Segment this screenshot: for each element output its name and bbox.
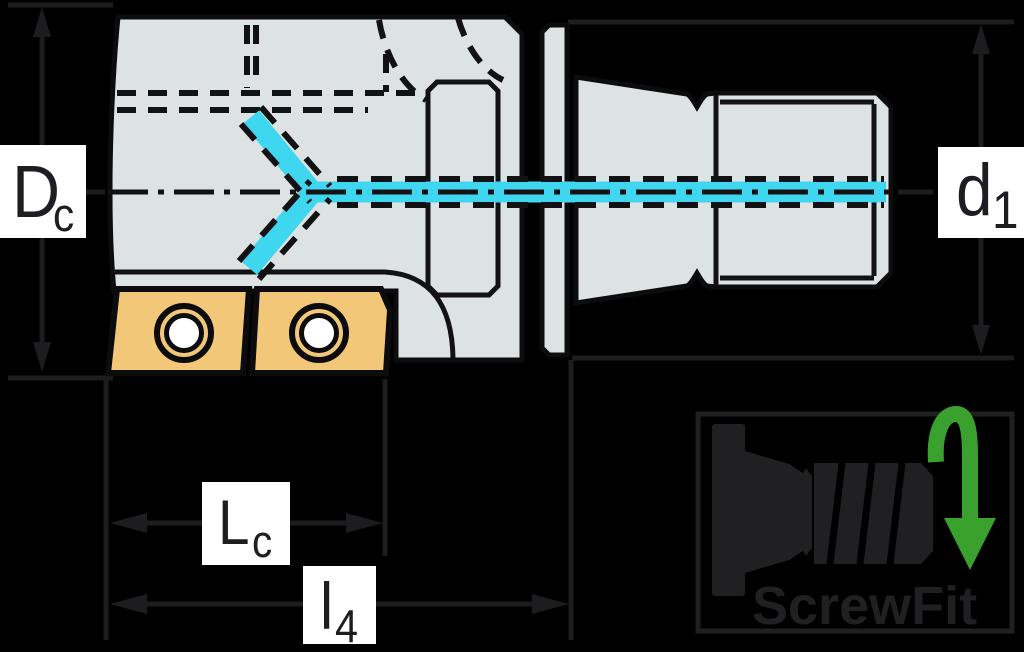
screwfit-logo: ScrewFit xyxy=(695,405,1015,636)
logo-border xyxy=(695,411,1015,634)
insert-right-screw-ring xyxy=(289,303,349,363)
screw-thread-grooves xyxy=(826,462,906,565)
d1-arrow-down-icon xyxy=(972,325,990,355)
rotation-arrow-arc xyxy=(927,405,978,520)
l4-label: l xyxy=(320,570,333,644)
lc-arrow-right-icon xyxy=(346,513,383,533)
hidden-arc-1 xyxy=(376,19,428,103)
rotation-arrow-icon xyxy=(927,405,996,570)
dc-arrow-up-icon xyxy=(33,7,51,37)
insert-left-screw-ring xyxy=(154,303,214,363)
screw-cone xyxy=(745,451,812,573)
l4-arrow-left-icon xyxy=(110,594,147,614)
insert-pocket-window xyxy=(425,79,501,298)
lc-label-subscript: c xyxy=(252,517,272,567)
insert-seat-line-with-fillet xyxy=(115,269,456,359)
d1-label-box xyxy=(938,147,1024,238)
hidden-arc-2 xyxy=(455,17,505,83)
dimension-labels: D c d 1 L c l 4 xyxy=(0,145,1024,652)
dc-label-box xyxy=(0,145,86,238)
l4-arrow-right-icon xyxy=(532,594,569,614)
d1-label-subscript: 1 xyxy=(992,180,1019,240)
coolant-branch-upper-outline xyxy=(238,105,333,204)
indexable-inserts xyxy=(104,286,394,376)
tool-body xyxy=(104,14,894,376)
lc-dimension xyxy=(103,378,388,640)
l4-dimension xyxy=(110,360,574,640)
coolant-branch-lower-outline xyxy=(236,179,333,281)
insert-right-screw-hole xyxy=(299,313,339,353)
lc-label-box xyxy=(202,482,290,565)
screw-head xyxy=(712,424,745,596)
lc-label: L xyxy=(218,487,250,557)
d1-arrow-up-icon xyxy=(972,24,990,54)
hidden-pocket-left xyxy=(244,25,259,88)
screw-icon xyxy=(712,424,933,596)
dc-label-subscript: c xyxy=(53,190,74,242)
insert-left-screw-hole xyxy=(164,313,204,353)
l4-label-subscript: 4 xyxy=(335,601,358,652)
l4-label-box xyxy=(303,566,376,644)
logo-wordmark: ScrewFit xyxy=(752,576,977,636)
d1-label: d xyxy=(956,149,993,231)
dc-arrow-down-icon xyxy=(33,342,51,372)
rotation-arrow-head xyxy=(944,518,996,570)
screw-thread-block xyxy=(814,463,933,564)
lc-arrow-left-icon xyxy=(110,513,147,533)
dc-label: D xyxy=(12,150,60,233)
coolant-branch-lower xyxy=(240,181,325,275)
